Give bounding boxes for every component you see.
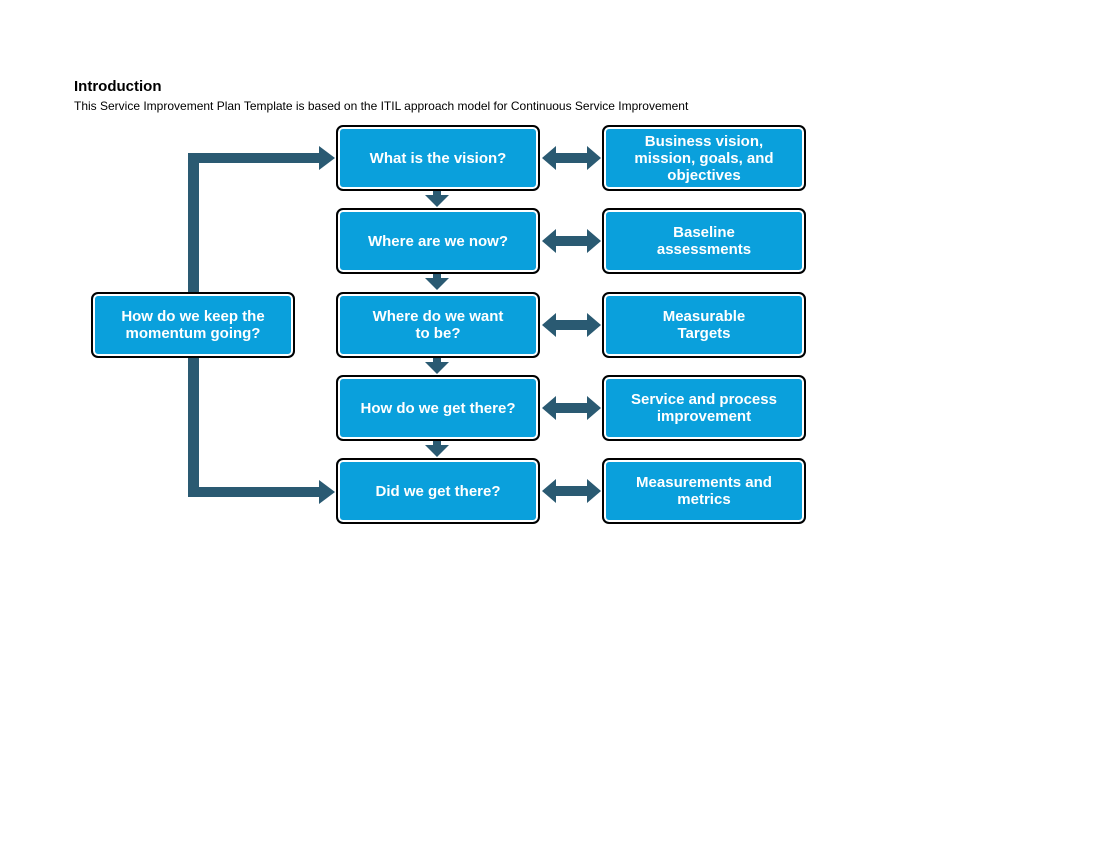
page-title: Introduction [74, 78, 162, 95]
double-arrow-4 [542, 396, 601, 420]
answer-box-metrics: Measurements and metrics [602, 458, 806, 524]
loop-arrow-to-did-we [188, 358, 335, 504]
question-box-now: Where are we now? [336, 208, 540, 274]
question-box-want: Where do we want to be? [336, 292, 540, 358]
down-arrow-3-4 [425, 358, 449, 374]
loop-box-momentum: How do we keep the momentum going? [91, 292, 295, 358]
double-arrow-3 [542, 313, 601, 337]
question-box-vision: What is the vision? [336, 125, 540, 191]
answer-box-improvement: Service and process improvement [602, 375, 806, 441]
double-arrow-1 [542, 146, 601, 170]
double-arrow-2 [542, 229, 601, 253]
question-box-get-there: How do we get there? [336, 375, 540, 441]
answer-box-baseline: Baseline assessments [602, 208, 806, 274]
down-arrow-2-3 [425, 274, 449, 290]
loop-arrow-to-vision [188, 146, 335, 292]
page-subtitle: This Service Improvement Plan Template i… [74, 99, 689, 113]
double-arrow-5 [542, 479, 601, 503]
down-arrow-4-5 [425, 441, 449, 457]
answer-box-vision: Business vision, mission, goals, and obj… [602, 125, 806, 191]
answer-box-targets: Measurable Targets [602, 292, 806, 358]
down-arrow-1-2 [425, 191, 449, 207]
question-box-did-we: Did we get there? [336, 458, 540, 524]
